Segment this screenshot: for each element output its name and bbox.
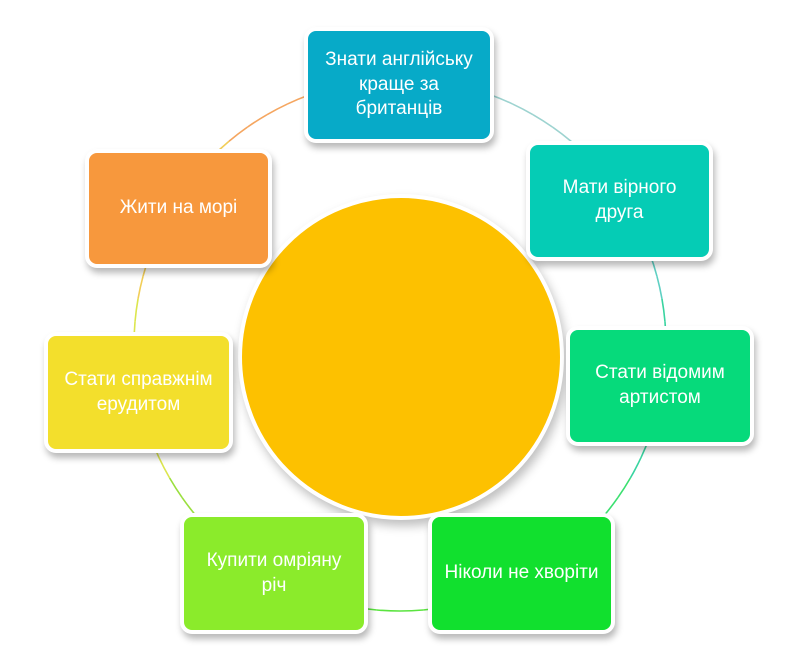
ring-segment <box>532 113 554 128</box>
node-friend-label: Мати вірного друга <box>562 177 677 223</box>
node-english: Знати англійську краще за британців <box>304 27 494 143</box>
node-dream-thing: Купити омріяну річ <box>180 513 368 634</box>
ring-segment <box>158 457 171 479</box>
node-never-sick: Ніколи не хворіти <box>428 513 615 634</box>
node-never-sick-label: Ніколи не хворіти <box>444 562 599 584</box>
node-erudite: Стати справжнім ерудитом <box>44 332 233 453</box>
node-friend: Мати вірного друга <box>526 141 713 261</box>
ring-segment <box>629 457 642 479</box>
ring-segment <box>661 298 666 322</box>
ring-segment <box>137 275 144 299</box>
ring-segment <box>512 103 534 116</box>
ring-segment <box>552 126 572 142</box>
ring-segment <box>228 126 248 142</box>
ring-segment <box>617 477 632 499</box>
node-artist-label: Стати відомим артистом <box>595 362 725 408</box>
center-circle <box>238 194 564 520</box>
node-sea: Жити на морі <box>85 149 272 268</box>
ring-segment <box>656 275 663 299</box>
ring-segment <box>246 113 268 128</box>
ring-segment <box>266 103 288 116</box>
ring-segment <box>168 477 183 499</box>
node-erudite-label: Стати справжнім ерудитом <box>64 368 213 415</box>
node-artist: Стати відомим артистом <box>566 326 754 446</box>
node-dream-thing-label: Купити омріяну річ <box>206 549 342 596</box>
ring-segment <box>376 609 401 612</box>
ring-segment <box>134 298 139 322</box>
ring-segment <box>399 609 424 612</box>
node-english-label: Знати англійську краще за британців <box>325 48 473 120</box>
ring-segment <box>490 94 513 105</box>
node-sea-label: Жити на морі <box>119 197 238 219</box>
